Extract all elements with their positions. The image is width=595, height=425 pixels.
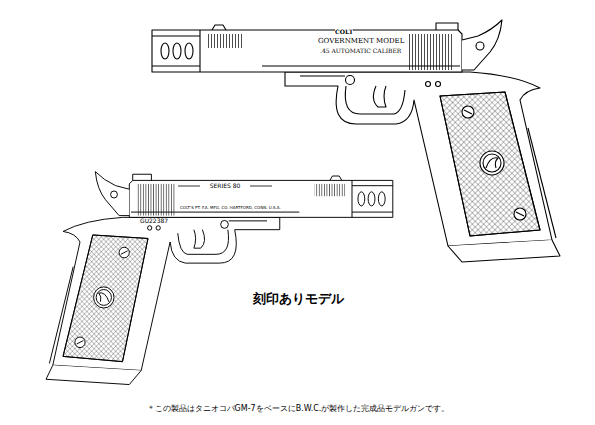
engraving: COLT'S PT. F.A. MFG. CO. HARTFORD, CONN.… bbox=[180, 206, 281, 210]
caption: ＊この製品はタニオコバGM-7をベースにB.W.C.が製作した完成品モデルガンで… bbox=[147, 405, 450, 413]
serial-number: GU22387 bbox=[140, 218, 168, 224]
model-note: 刻印ありモデル bbox=[253, 292, 344, 305]
engraving: SERIES 80 bbox=[210, 183, 241, 189]
logo-text: COLT bbox=[335, 29, 353, 35]
engraving: .45 AUTOMATIC CALIBER bbox=[320, 48, 401, 54]
engraving: GOVERNMENT MODEL bbox=[318, 38, 404, 45]
pistol-left-view bbox=[46, 172, 393, 385]
